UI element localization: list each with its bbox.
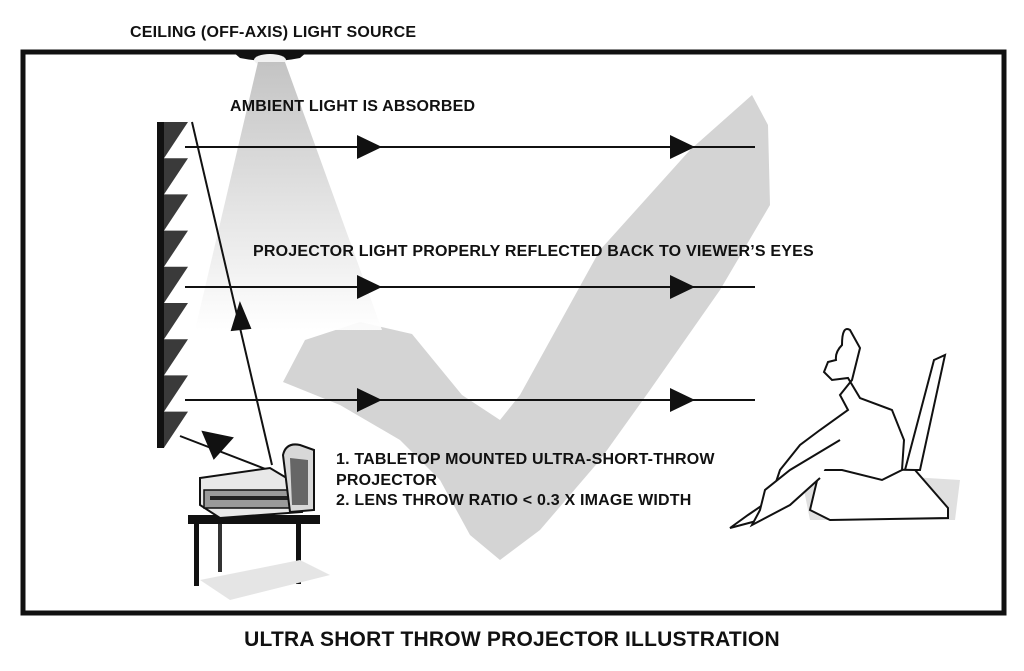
projection-screen — [157, 122, 188, 448]
screen-tooth — [164, 375, 188, 412]
screen-tooth — [164, 158, 188, 195]
screen-tooth — [164, 411, 188, 448]
ceiling-light-cone — [195, 62, 382, 330]
projector-icon — [199, 443, 315, 520]
screen-tooth — [164, 230, 188, 267]
diagram-frame — [20, 49, 1007, 616]
screen-tooth — [164, 194, 188, 231]
projector-note-1: 1. TABLETOP MOUNTED ULTRA-SHORT-THROW — [336, 451, 715, 468]
projector-note-2: 2. LENS THROW RATIO < 0.3 X IMAGE WIDTH — [336, 492, 692, 509]
screen-tooth — [164, 303, 188, 340]
viewer-icon — [729, 328, 960, 529]
screen-tooth — [164, 122, 188, 159]
table-icon — [188, 515, 330, 600]
projector-beam — [179, 121, 273, 471]
screen-tooth — [164, 266, 188, 303]
screen-tooth — [164, 339, 188, 376]
reflected-light-label: PROJECTOR LIGHT PROPERLY REFLECTED BACK … — [253, 243, 814, 260]
ambient-light-label: AMBIENT LIGHT IS ABSORBED — [230, 98, 476, 115]
checkmark-shape — [283, 95, 770, 560]
projector-note-1-cont: PROJECTOR — [336, 472, 438, 489]
ray-arrowheads — [357, 135, 695, 412]
reflected-light-rays — [185, 146, 755, 401]
ceiling-light-label: CEILING (OFF-AXIS) LIGHT SOURCE — [130, 24, 417, 41]
figure-caption: ULTRA SHORT THROW PROJECTOR ILLUSTRATION — [244, 628, 780, 651]
